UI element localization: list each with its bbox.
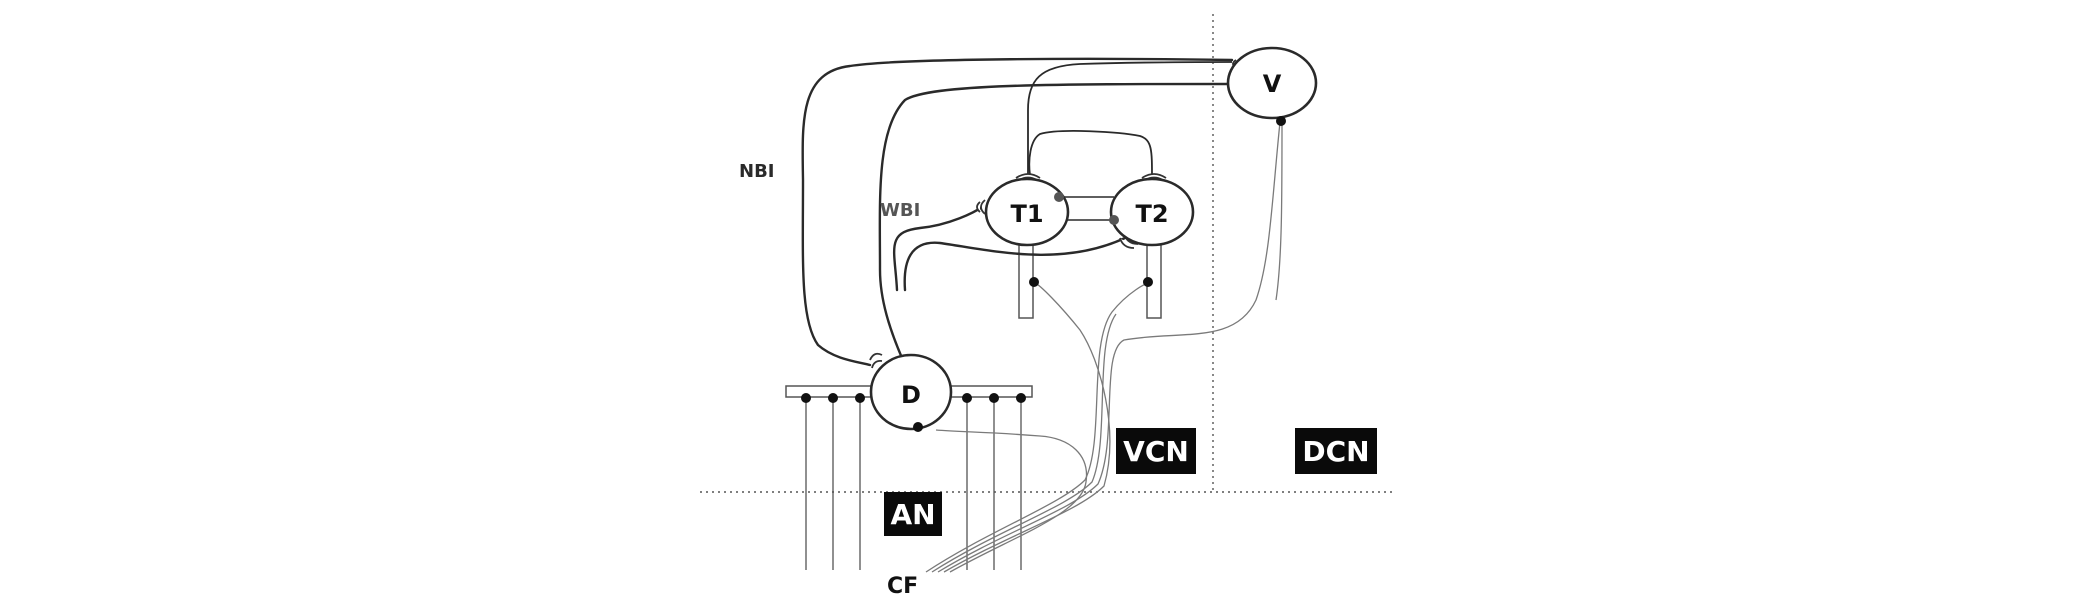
v-output-dot xyxy=(1276,116,1286,126)
d-output-dot xyxy=(913,422,923,432)
vcn-region-label: VCN xyxy=(1123,435,1189,468)
an-region-box xyxy=(884,492,942,536)
d-terminal xyxy=(869,352,883,369)
v-cell-label: V xyxy=(1263,70,1282,98)
t2-link-dot xyxy=(1109,215,1119,225)
cf-fiber-bundle xyxy=(925,121,1281,573)
d-to-t2-connection xyxy=(903,236,1127,292)
t2-dendrite-dot xyxy=(1143,277,1153,287)
nbi-label: NBI xyxy=(739,161,774,182)
t1-terminal-left xyxy=(976,199,986,215)
t2-to-t1-loop-connection xyxy=(1028,130,1153,179)
t2-cell-label: T2 xyxy=(1135,200,1168,228)
cf-label: CF xyxy=(887,574,918,599)
wbi-to-t1-connection xyxy=(892,205,984,292)
t1-link-dot xyxy=(1054,192,1064,202)
v-output-axon xyxy=(1275,121,1283,301)
t1-cell-label: T1 xyxy=(1010,200,1043,228)
dcn-region-box xyxy=(1295,428,1377,474)
t1-to-v-connection xyxy=(1027,61,1233,180)
nbi-connection xyxy=(801,57,1234,367)
wbi-label: WBI xyxy=(880,200,920,221)
an-synapse-dots xyxy=(801,393,1026,403)
t1-cell xyxy=(984,177,1070,247)
dcn-region-label: DCN xyxy=(1302,435,1369,468)
d-cell-label: D xyxy=(901,381,921,409)
t2-cell xyxy=(1109,177,1195,247)
vcn-region-box xyxy=(1116,428,1196,474)
v-cell xyxy=(1226,46,1318,120)
wbi-connection xyxy=(878,82,1234,360)
d-cell xyxy=(869,353,953,431)
t1-dendrite-dot xyxy=(1029,277,1039,287)
an-region-label: AN xyxy=(890,498,935,531)
